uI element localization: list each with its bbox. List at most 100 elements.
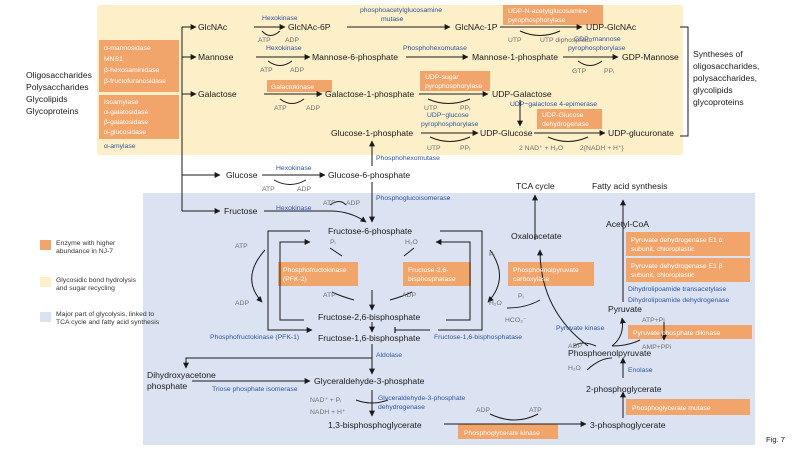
cof-udp-1: UTP diphosphate: [540, 37, 593, 44]
met-pyruvate: Pyruvate: [608, 304, 642, 314]
hydrolase-b-1: Isoamylase: [104, 99, 139, 106]
box-udp-sugar: [420, 71, 490, 91]
enz-dld: Dihydrolipoamide dehydrogenase: [628, 297, 729, 304]
legend-swatch-enzyme: [40, 240, 51, 250]
met-dhap-1: Dihydroxyacetone: [147, 370, 216, 380]
box-f26bpase-l2: bisphosphatase: [408, 276, 456, 283]
enz-hexokinase-1: Hexokinase: [262, 15, 298, 22]
hydrolase-a-2: MNS1: [104, 56, 123, 63]
box-pfk2: [278, 262, 358, 286]
box-pgam: [626, 399, 750, 415]
hydrolase-b-3: β-galatosidase: [104, 119, 149, 126]
legend-sugar-l1: Glycosidic bond hydrolysis: [56, 277, 137, 284]
cof-ppi-3: PPᵢ: [460, 145, 470, 152]
enz-hexokinase-4: Hexokinase: [276, 205, 312, 212]
box-udpsugar-l1: UDP-sugar: [425, 74, 459, 81]
box-pgk: [458, 424, 558, 439]
box-pdh-a-l2: subunit, chloroplastic: [631, 246, 695, 253]
hydrolase-b-2: α-galatosidase: [104, 109, 149, 116]
met-acetylcoa: Acetyl-CoA: [606, 219, 649, 229]
cof-adp-9: ADP: [568, 343, 582, 350]
met-fas: Fatty acid synthesis: [592, 181, 667, 191]
cof-h2o-3: H₂O: [568, 365, 581, 372]
substrate-glycolipid: Glycolipids: [26, 94, 68, 104]
met-gal1p: Galactose-1-phosphate: [325, 89, 415, 99]
box-pdh-beta: [626, 258, 750, 282]
enz-galepi: UDP−galactose 4-epimerase: [510, 101, 597, 108]
substrate-oligo: Oligosaccharides: [26, 70, 92, 80]
enz-pagm-1: phosphoacetylglucosamine: [360, 7, 442, 14]
met-glcnac: GlcNAc: [198, 22, 228, 32]
box-pdh-b-l2: subunit, chloroplastic: [631, 272, 695, 279]
hydrolase-a-3: β-hexosaminidase: [104, 67, 160, 74]
enz-enolase: Enolase: [628, 367, 653, 374]
cof-adp-1: ADP: [285, 37, 299, 44]
enz-aldolase: Aldolase: [376, 352, 402, 359]
cof-atp-7: ATP: [323, 292, 336, 299]
cof-h2o-1: H₂O: [405, 239, 418, 246]
enz-gmp-1: GDP−mannose: [574, 36, 621, 43]
met-f26bp: Fructose-2,6-bisphosphate: [318, 312, 420, 322]
products-l2: oligosaccharides,: [693, 61, 759, 71]
enz-pagm-2: mutase: [381, 16, 404, 23]
met-f6p: Fructose-6-phosphate: [328, 226, 412, 236]
box-udpsugar-l2: pyrophosphorylase: [425, 83, 483, 90]
box-ugdh-l2: dehydrogenase: [542, 121, 589, 128]
figure-label: Fig. 7: [766, 435, 785, 444]
legend-glyco-l1: Major part of glycolysis, linked to: [56, 311, 154, 318]
products-l1: Syntheses of: [693, 49, 743, 59]
enz-gapdh-1: Glyceraldehyde-3-phosphate: [378, 395, 466, 402]
met-man6p: Mannose-6-phosphate: [312, 52, 398, 62]
legend-swatch-glycolysis: [40, 312, 51, 322]
legend-glyco-l2: TCA cycle and fatty acid synthesis: [56, 319, 160, 326]
cof-utp-2: UTP: [424, 105, 438, 112]
met-f16bp: Fructose-1,6-bisphosphate: [318, 333, 420, 343]
cof-atp-5: ATP: [323, 200, 336, 207]
legend-enzyme-l2: abundance in NJ-7: [56, 248, 113, 255]
box-pfk2-l2: (PFK-2): [283, 276, 307, 283]
box-pdh-b-l1: Pyruvate dehydrogenase E1 β: [631, 263, 723, 270]
cof-h2o-2: H₂O: [489, 300, 502, 307]
cof-atp-6: ATP: [235, 243, 248, 250]
met-udpglcua: UDP-glucuronate: [608, 128, 674, 138]
cof-gtp-1: GTP: [572, 68, 586, 75]
enz-ugp-1: UDP−glucose: [427, 112, 469, 119]
cof-nadh: NADH + H⁺: [310, 409, 346, 416]
met-glcnac6p: GlcNAc-6P: [288, 22, 331, 32]
box-pepck-l1: Phosphoenolpyruvate: [513, 267, 579, 274]
box-udp-nag-l2: pyrophosphorylase: [508, 17, 566, 24]
cof-pi-3: Pᵢ: [518, 293, 524, 300]
met-glcnac1p: GlcNAc-1P: [455, 22, 498, 32]
box-galactokinase: [267, 80, 332, 92]
met-glucose: Glucose: [226, 170, 258, 180]
cof-adp-4: ADP: [297, 186, 311, 193]
box-pdh-alpha: [626, 232, 750, 256]
hydrolase-a-1: α-mannosidase: [104, 45, 151, 52]
enz-pk: Pyruvate kinase: [556, 325, 605, 332]
enz-fbpase: Fructose-1,6-bisphosphatase: [434, 334, 522, 341]
legend-swatch-sugar: [40, 277, 51, 287]
enz-hexokinase-2: Hexokinase: [266, 45, 302, 52]
hydrolase-box-a: [99, 40, 179, 92]
box-f26bpase: [403, 262, 471, 286]
met-udpglcnac: UDP-GlcNAc: [586, 22, 637, 32]
box-ugdh-l1: UDP-Glucose: [542, 112, 584, 119]
enz-gapdh-2: dehydrogenase: [378, 404, 425, 411]
box-ugdh: [537, 109, 602, 129]
met-tca: TCA cycle: [516, 181, 555, 191]
enz-pfk1: Phosphofructokinase (PFK-1): [210, 334, 299, 341]
met-mannose: Mannose: [198, 52, 234, 62]
legend-sugar-l2: and sugar recycling: [56, 285, 115, 292]
substrate-glycoprotein: Glycoproteins: [26, 106, 79, 116]
enz-pmm: Phosphohexomutase: [403, 45, 467, 52]
met-dhap-2: phosphate: [147, 381, 187, 391]
cof-ppi-2: PPᵢ: [460, 105, 470, 112]
cof-adp-3: ADP: [306, 105, 320, 112]
box-ppdk-label: Pyruvate phosphate dikinase: [633, 330, 721, 337]
cof-amppi: AMP+PPi: [642, 344, 672, 351]
cof-atp-3: ATP: [274, 105, 287, 112]
